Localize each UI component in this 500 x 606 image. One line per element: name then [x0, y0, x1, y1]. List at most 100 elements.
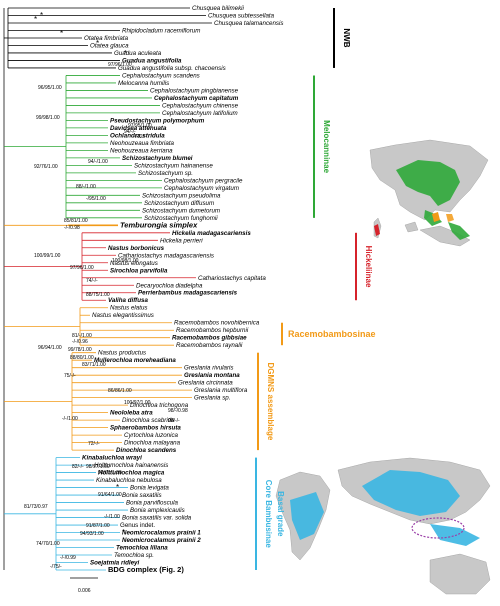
- tip-label: Cephalostachyum latifolium: [162, 110, 238, 117]
- support-value: 74/-/-: [86, 278, 98, 284]
- tip-label: Davidsea attenuata: [110, 125, 167, 132]
- tip-label: Racemobambos novohibernica: [174, 320, 260, 327]
- tip-label: Cephalostachyum scandens: [122, 72, 200, 79]
- support-value: 99/98/1.00: [36, 115, 60, 121]
- tip-label: Cephalostachyum chinense: [162, 102, 239, 109]
- tip-label: Sirochloa parvifolia: [110, 267, 168, 274]
- tip-label: Temburongia simplex: [120, 220, 198, 229]
- support-value: -/-/0.98: [64, 225, 80, 231]
- support-value: 81/73/0.97: [24, 504, 48, 510]
- support-value: 96/94/1.00: [38, 345, 62, 351]
- tip-label: Genus indet.: [120, 522, 155, 529]
- support-value: 94/-/-: [124, 129, 136, 135]
- tip-label: Bonia saxatilis var. solida: [122, 515, 192, 522]
- support-value: 97/96/1.00: [108, 62, 132, 68]
- node-star: *: [122, 528, 125, 537]
- tip-label: Greslania montana: [184, 372, 240, 379]
- racemobambosinae-range: [446, 214, 454, 222]
- tip-label: Decaryochloa diadelpha: [136, 282, 203, 289]
- tip-label: Racemobambos raynalii: [176, 342, 243, 349]
- support-value: 97/96/1.00: [70, 265, 94, 271]
- tip-label: Cyrtochloa luzonica: [124, 432, 179, 439]
- tip-label: Pseudostachyum polymorphum: [110, 117, 205, 124]
- tip-label: Nastus productus: [98, 350, 146, 357]
- temburongia-range: [432, 212, 440, 222]
- tip-label: Rhipidocladum racemiflorum: [122, 27, 200, 34]
- tip-label: Bonia amplexicaulis: [130, 507, 185, 514]
- support-value: -/72/-: [134, 134, 146, 140]
- tip-label: Soejatmia ridleyi: [90, 560, 139, 567]
- tip-label: Sphaerobambos hirsuta: [110, 425, 181, 432]
- support-value: 85/81/1.00: [64, 218, 88, 224]
- support-value: 83/71/1.00: [82, 362, 106, 368]
- tip-label: BDG complex (Fig. 2): [108, 565, 184, 574]
- tip-label: Dinochloa malayana: [124, 440, 181, 447]
- tip-label: Melocanna humilis: [118, 80, 169, 87]
- tip-label: Neomicrocalamus prainii 2: [122, 537, 201, 544]
- hickeliinae-range: [374, 224, 380, 236]
- tip-label: Schizostachyum dumetorum: [142, 207, 220, 214]
- support-value: -/95/1.00: [86, 196, 106, 202]
- core-label: Core Bambusinae: [264, 480, 273, 549]
- basal-grade-label: Basal grade: [276, 491, 285, 537]
- support-value: 96/95/1.00: [38, 85, 62, 91]
- tip-label: Schizostachyum sp.: [138, 170, 193, 177]
- support-value: 97/95/1.00: [128, 123, 152, 129]
- support-value: 98/-/0.98: [168, 408, 188, 414]
- tip-label: Mullerochloa moreheadiana: [94, 357, 176, 364]
- tip-label: Ochlandra stridula: [110, 132, 165, 139]
- tip-label: Kinabaluchloa wrayi: [82, 455, 142, 462]
- tip-label: Holttumochloa magica: [98, 470, 165, 477]
- support-value: -/-/1.00: [62, 416, 78, 422]
- melocanninae-range: [396, 160, 470, 240]
- support-value: 91/87/1.00: [86, 523, 110, 529]
- hickeliinae-label: Hickeliinae: [364, 246, 373, 288]
- support-value: 92/76/1.00: [34, 164, 58, 170]
- melocanninae-label: Melocanninae: [322, 120, 331, 173]
- support-value: 100/98/1.00: [112, 258, 139, 264]
- tip-label: Dinochloa scabrida: [122, 417, 175, 424]
- tip-label: Cathariostachys capitata: [198, 275, 266, 282]
- tip-label: Racemobambos hepburnii: [176, 327, 249, 334]
- tip-label: Temochloa liliana: [116, 545, 168, 552]
- support-value: 93/61/1.00: [98, 470, 122, 476]
- tip-label: Greslania sp.: [194, 395, 230, 402]
- tip-label: Schizostachyum blumei: [122, 155, 193, 162]
- tip-label: Dinochloa trichogona: [130, 402, 189, 409]
- support-value: 82/-/-: [72, 464, 84, 470]
- tip-label: Neohouzeaua fimbriata: [110, 140, 175, 147]
- support-value: 100/99/1.00: [34, 253, 61, 259]
- tip-label: Chusquea bilimekii: [192, 5, 245, 12]
- support-value: 100/97/1.00: [124, 400, 151, 406]
- tip-label: Kinabaluchloa nebulosa: [96, 477, 162, 484]
- tip-label: Chusquea subtessellata: [208, 12, 275, 19]
- node-star: *: [124, 49, 127, 58]
- support-value: 81/-/1.00: [72, 333, 92, 339]
- tip-label: Otatea glauca: [90, 42, 129, 49]
- tip-label: Guadua aculeata: [114, 50, 162, 57]
- node-star: *: [40, 11, 43, 20]
- support-value: 88/75/1.00: [86, 292, 110, 298]
- support-value: 91/64/1.00: [98, 492, 122, 498]
- tip-label: Greslania multiflora: [194, 387, 248, 394]
- tip-label: Hickelia perrieri: [160, 237, 203, 244]
- tip-label: Chusquea talamancensis: [214, 20, 283, 27]
- support-value: 99/78/1.00: [68, 347, 92, 353]
- tip-label: Racemobambos gibbsiae: [172, 335, 247, 342]
- tip-label: Bonia levigata: [130, 485, 169, 492]
- tip-label: Guadua angustifolia: [122, 57, 182, 64]
- tip-label: Schizostachyum diffusum: [144, 200, 214, 207]
- tip-label: Holttumochloa hainanensis: [94, 462, 168, 469]
- australia-landmass: [429, 553, 491, 595]
- scale-bar: 0.006: [70, 577, 98, 594]
- node-star: *: [96, 39, 99, 48]
- tip-label: Hickelia madagascariensis: [172, 230, 251, 237]
- support-value: -/-/0.99: [60, 555, 76, 561]
- bambusinae-range-asia: [362, 470, 480, 546]
- tip-label: Greslania circinnata: [178, 380, 233, 387]
- tip-label: Otatea fimbriata: [84, 35, 129, 42]
- support-values: 97/96/1.00 96/95/1.00 97/95/1.0094/-/--/72…: [24, 11, 188, 570]
- tip-label: Nastus borbonicus: [108, 245, 165, 252]
- tip-label: Nastus elatus: [110, 305, 148, 312]
